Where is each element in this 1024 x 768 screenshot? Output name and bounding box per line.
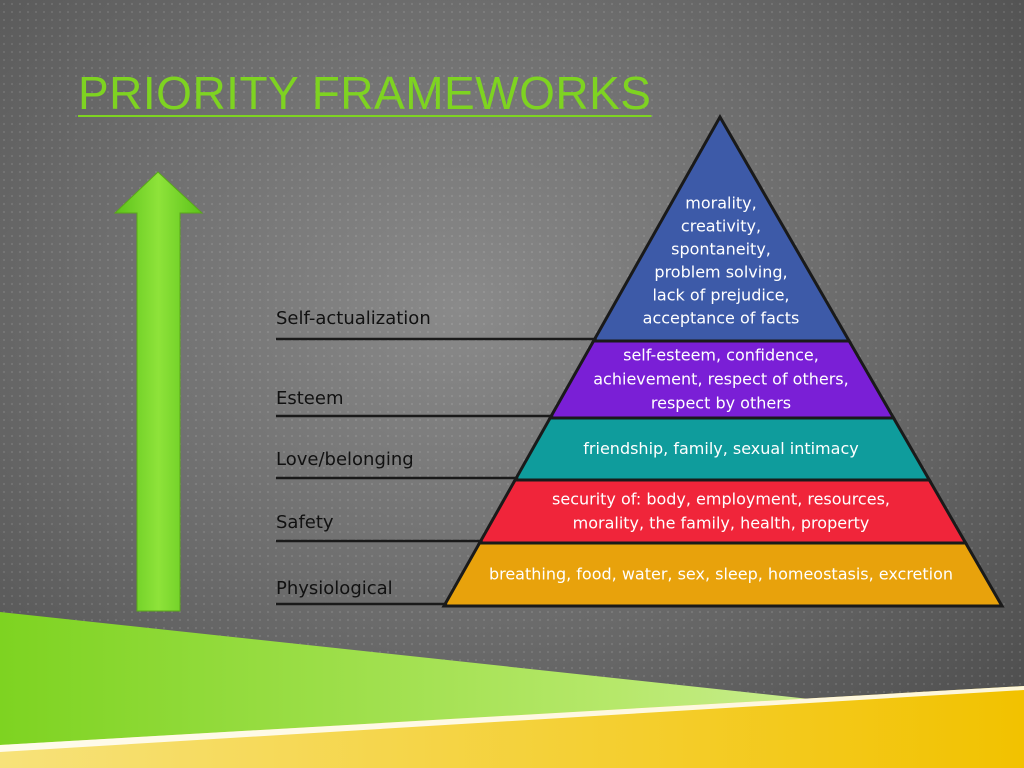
- tier-description: spontaneity,: [671, 240, 771, 259]
- tier-description: self-esteem, confidence,: [623, 346, 819, 365]
- level-label: Physiological: [276, 578, 393, 599]
- tier-description: respect by others: [651, 394, 791, 413]
- tier-description: lack of prejudice,: [652, 286, 789, 305]
- tier-description: problem solving,: [654, 263, 787, 282]
- tier-description: breathing, food, water, sex, sleep, home…: [489, 565, 953, 584]
- priority-arrow-icon: [113, 171, 204, 612]
- level-label: Safety: [276, 512, 334, 533]
- footer-decoration: [0, 612, 1024, 768]
- tier-description: creativity,: [681, 217, 761, 236]
- tier-description: achievement, respect of others,: [593, 370, 848, 389]
- slide-title: PRIORITY FRAMEWORKS: [78, 67, 652, 119]
- pyramid: morality, creativity, spontaneity, problem …: [276, 113, 1005, 608]
- tier-description: morality,: [685, 194, 756, 213]
- pyramid-tier: [441, 541, 1005, 608]
- tier-description: acceptance of facts: [643, 309, 800, 328]
- tier-description: friendship, family, sexual intimacy: [583, 439, 858, 458]
- tier-description: morality, the family, health, property: [573, 514, 870, 533]
- level-label: Esteem: [276, 388, 344, 409]
- level-label: Self-actualization: [276, 308, 431, 329]
- tier-description: security of: body, employment, resources…: [552, 490, 890, 509]
- level-label: Love/belonging: [276, 449, 414, 470]
